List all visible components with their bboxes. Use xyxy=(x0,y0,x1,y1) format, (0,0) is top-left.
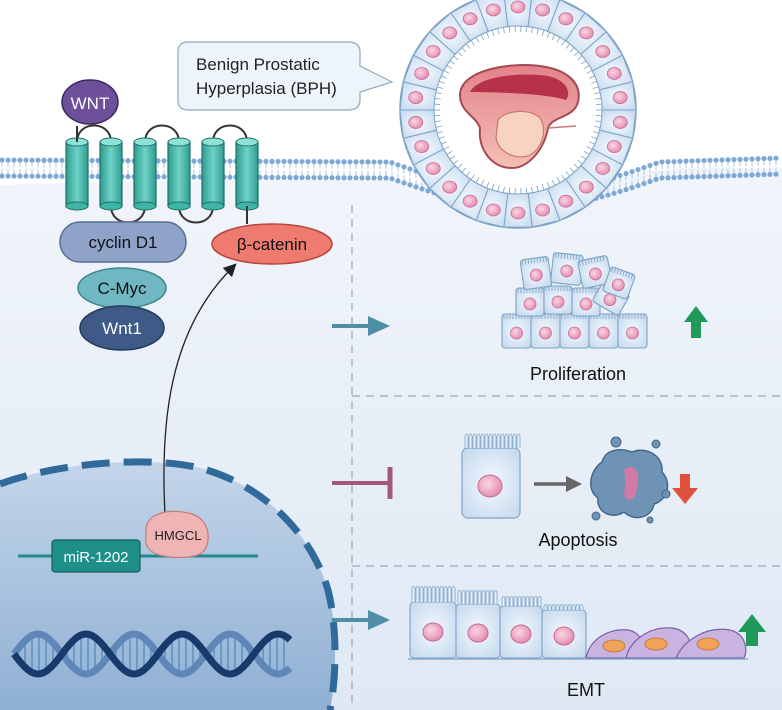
beta-catenin-label: β-catenin xyxy=(237,235,307,254)
callout-line-1: Benign Prostatic xyxy=(196,55,320,74)
frizzled-receptor xyxy=(65,124,259,224)
prostate-illustration xyxy=(458,64,580,170)
emt-up-arrow-icon xyxy=(738,614,766,646)
emt-cells xyxy=(408,586,748,660)
wnt-ligand xyxy=(61,79,119,125)
activation-arrow-emt xyxy=(332,610,390,630)
mir-1202-label: miR-1202 xyxy=(63,549,128,566)
mir-1202-box xyxy=(51,539,141,573)
activation-arrow-icon xyxy=(163,263,237,516)
up-arrow-icon xyxy=(684,306,708,338)
down-arrow-icon xyxy=(672,474,698,504)
apoptosis-healthy-cell xyxy=(461,433,521,519)
cyclin-d1-label: cyclin D1 xyxy=(89,233,158,252)
wnt1-label: Wnt1 xyxy=(102,319,142,338)
apoptosis-arrow xyxy=(534,476,582,492)
cyclin-d1-node xyxy=(59,221,187,263)
panel-separators xyxy=(351,205,782,708)
proliferation-label: Proliferation xyxy=(530,364,626,384)
hmgcl-protein xyxy=(145,510,209,559)
inhibition-bar-icon xyxy=(332,467,393,499)
wnt-label: WNT xyxy=(71,94,110,113)
dna-helix-icon xyxy=(11,630,293,678)
emt-label: EMT xyxy=(567,680,605,700)
proliferation-cells xyxy=(501,252,648,349)
cmyc-label: C-Myc xyxy=(97,279,147,298)
activation-arrow-proliferation xyxy=(332,316,390,336)
apoptotic-cell xyxy=(590,436,671,524)
hmgcl-label: HMGCL xyxy=(155,528,202,543)
bph-callout xyxy=(177,41,394,111)
wnt1-node xyxy=(79,305,165,351)
apoptosis-label: Apoptosis xyxy=(538,530,617,550)
callout-line-2: Hyperplasia (BPH) xyxy=(196,79,337,98)
beta-catenin-node xyxy=(211,223,333,265)
